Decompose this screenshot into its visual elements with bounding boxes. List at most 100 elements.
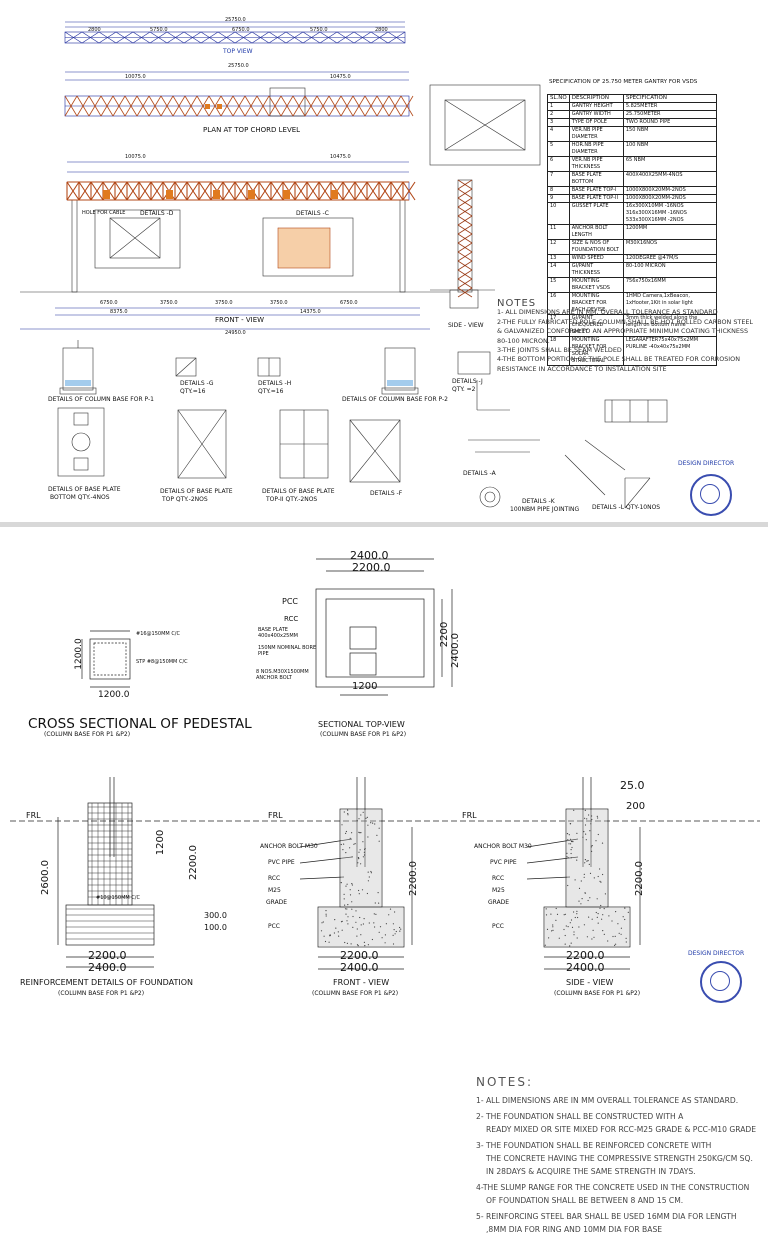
tv-dim-v-outer: 2400.0 (450, 633, 461, 668)
detail-h-qty: QTY.=16 (258, 388, 284, 395)
front-dim-right: 10475.0 (330, 154, 351, 160)
detail-base-top2: DETAILS OF BASE PLATE (262, 488, 335, 495)
spec-cell: 12 (547, 239, 570, 255)
side-pcc-label: PCC (492, 923, 504, 930)
front-dim-2200: 2200.0 (340, 949, 379, 962)
spec-cell: 1000X800X20MM-2NOS (622, 194, 718, 203)
top-dim-a: 2800 (88, 27, 101, 33)
reinf-dim-1200: 1200 (155, 829, 167, 856)
reinf-title: REINFORCEMENT DETAILS OF FOUNDATION (20, 978, 193, 987)
notes-title-2: NOTES: (476, 1075, 533, 1089)
spec-cell: BASE PLATE TOP-II (568, 194, 624, 203)
pedestal-sub: (COLUMN BASE FOR P1 &P2) (44, 731, 131, 738)
spec-cell: 16x300X10MM -16NOS 316x300X16MM -16NOS 5… (622, 202, 718, 225)
spec-header: DESCRIPTION (568, 94, 624, 103)
seal-stamp-1 (690, 474, 732, 516)
design-director-1: DESIGN DIRECTOR (678, 460, 735, 467)
spec-cell: LEGARAFTER75x40x75x2MM PURLINE -40x40x75… (622, 336, 718, 366)
spec-title: SPECIFICATION OF 25.750 METER GANTRY FOR… (549, 79, 698, 85)
spec-cell: VER.NB PIPE THICKNESS (568, 156, 624, 172)
detail-col-base-p2: DETAILS OF COLUMN BASE FOR P-2 (342, 396, 448, 403)
detail-base-top2-qty: TOP-II QTY.-2NOS (266, 496, 318, 503)
notes-block-1: NOTES 1- ALL DIMENSIONS ARE IN MM, OVERA… (497, 298, 759, 374)
spec-cell: MOUNTING BRACKET FOR SOLAR STRUCTURAL (568, 336, 624, 366)
side-dim-25: 25.0 (620, 779, 645, 792)
pedestal-title: CROSS SECTIONAL OF PEDESTAL (28, 716, 252, 732)
top-view-title: SECTIONAL TOP-VIEW (318, 720, 405, 729)
side-dim-v: 2200.0 (634, 861, 645, 896)
note-line: IN 28DAYS & ACQUIRE THE SAME STRENGTH IN… (486, 1166, 696, 1176)
note-line: OF FOUNDATION SHALL BE BETWEEN 8 AND 15 … (486, 1195, 684, 1205)
spec-cell: 15 (547, 277, 570, 293)
note-item: 2-THE FULLY FABRICATED POLE COLUMN SHALL… (497, 317, 753, 345)
detail-j-qty: QTY. =2 (452, 386, 476, 393)
frl-label: FRL (268, 811, 283, 820)
detail-base-bottom: DETAILS OF BASE PLATE (48, 486, 121, 493)
front-grade-label: GRADE (266, 899, 288, 906)
note-line: 1- ALL DIMENSIONS ARE IN MM OVERALL TOLE… (476, 1095, 739, 1105)
spec-cell: 9 (547, 194, 570, 203)
front-pcc-label: PCC (268, 923, 280, 930)
front-anchor-label: ANCHOR BOLT M30 (260, 843, 318, 850)
note-item: 3-THE JOINTS SHALL BE SEAM WELDED (497, 346, 622, 355)
ped-label-1: #16@150MM C/C (136, 631, 180, 637)
note-line: 4-THE SLUMP RANGE FOR THE CONCRETE USED … (476, 1183, 750, 1193)
spec-cell: 3 (547, 118, 570, 127)
gantry-drawing-lines (20, 21, 668, 509)
reinf-dim-2200v: 2200.0 (188, 845, 199, 880)
spec-cell: 6 (547, 156, 570, 172)
side-view-title: SIDE - VIEW (448, 322, 484, 329)
spec-cell: 5 (547, 141, 570, 157)
spec-cell: 11 (547, 224, 570, 240)
bottom-dim-2: 3750.0 (160, 300, 178, 306)
detail-pipe-joint: 100NBM PIPE JOINTING (510, 506, 580, 513)
spec-cell: 150 NBM (622, 126, 718, 142)
spec-cell: SIZE & NOS OF FOUNDATION BOLT (568, 239, 624, 255)
plan-dim-total: 25750.0 (228, 63, 249, 69)
reinf-dim-2400: 2400.0 (88, 961, 127, 974)
details-c-label: DETAILS -C (296, 210, 329, 217)
ped-dim-v: 1200.0 (73, 638, 84, 670)
spec-cell: 4 (547, 126, 570, 142)
spec-cell: 7 (547, 171, 570, 187)
reinf-dim-100: 100.0 (204, 923, 227, 932)
spec-header: SL.NO (547, 94, 570, 103)
tv-pipe: 150NM NOMINAL BORE PIPE (258, 645, 317, 657)
spec-cell: ANCHOR BOLT LENGTH (568, 224, 624, 240)
spec-cell: TWO ROUND PIPE (622, 118, 718, 127)
tv-dim-v-inner: 2200 (439, 621, 451, 648)
note-line: ,8MM DIA FOR RING AND 10MM DIA FOR BASE (486, 1224, 663, 1234)
reinf-sub: (COLUMN BASE FOR P1 &P2) (58, 990, 145, 997)
spec-cell: 5.825METER (622, 102, 718, 111)
spec-cell: GI/PAINT CHEQUERED SHEET (568, 314, 624, 337)
sheet-separator (0, 522, 768, 527)
spec-cell: GI/PAINT THICKNESS (568, 262, 624, 278)
spec-cell: 25.750METER (622, 110, 718, 119)
reinf-bar-label: #10@150MM C/C (96, 895, 140, 901)
spec-cell: 10 (547, 202, 570, 225)
spec-cell: BASE PLATE TOP-I (568, 186, 624, 195)
front-title: FRONT - VIEW (333, 978, 390, 987)
detail-g: DETAILS -G (180, 380, 214, 387)
notes-block-2: NOTES: 1- ALL DIMENSIONS ARE IN MM OVERA… (476, 1076, 768, 1237)
note-line: 5- REINFORCING STEEL BAR SHALL BE USED 1… (476, 1212, 737, 1222)
design-director-2: DESIGN DIRECTOR (688, 950, 745, 957)
side-m25-label: M25 (492, 887, 505, 894)
bottom-dim-7: 14375.0 (300, 309, 321, 315)
spec-cell: 80-100 MICRON (622, 262, 718, 278)
top-dim-b: 5750.0 (150, 27, 168, 33)
foundation-drawing-lines (10, 558, 760, 970)
front-dim-left: 10075.0 (125, 154, 146, 160)
side-sub: (COLUMN BASE FOR P1 &P2) (554, 990, 641, 997)
top-view-title: TOP VIEW (223, 48, 253, 55)
